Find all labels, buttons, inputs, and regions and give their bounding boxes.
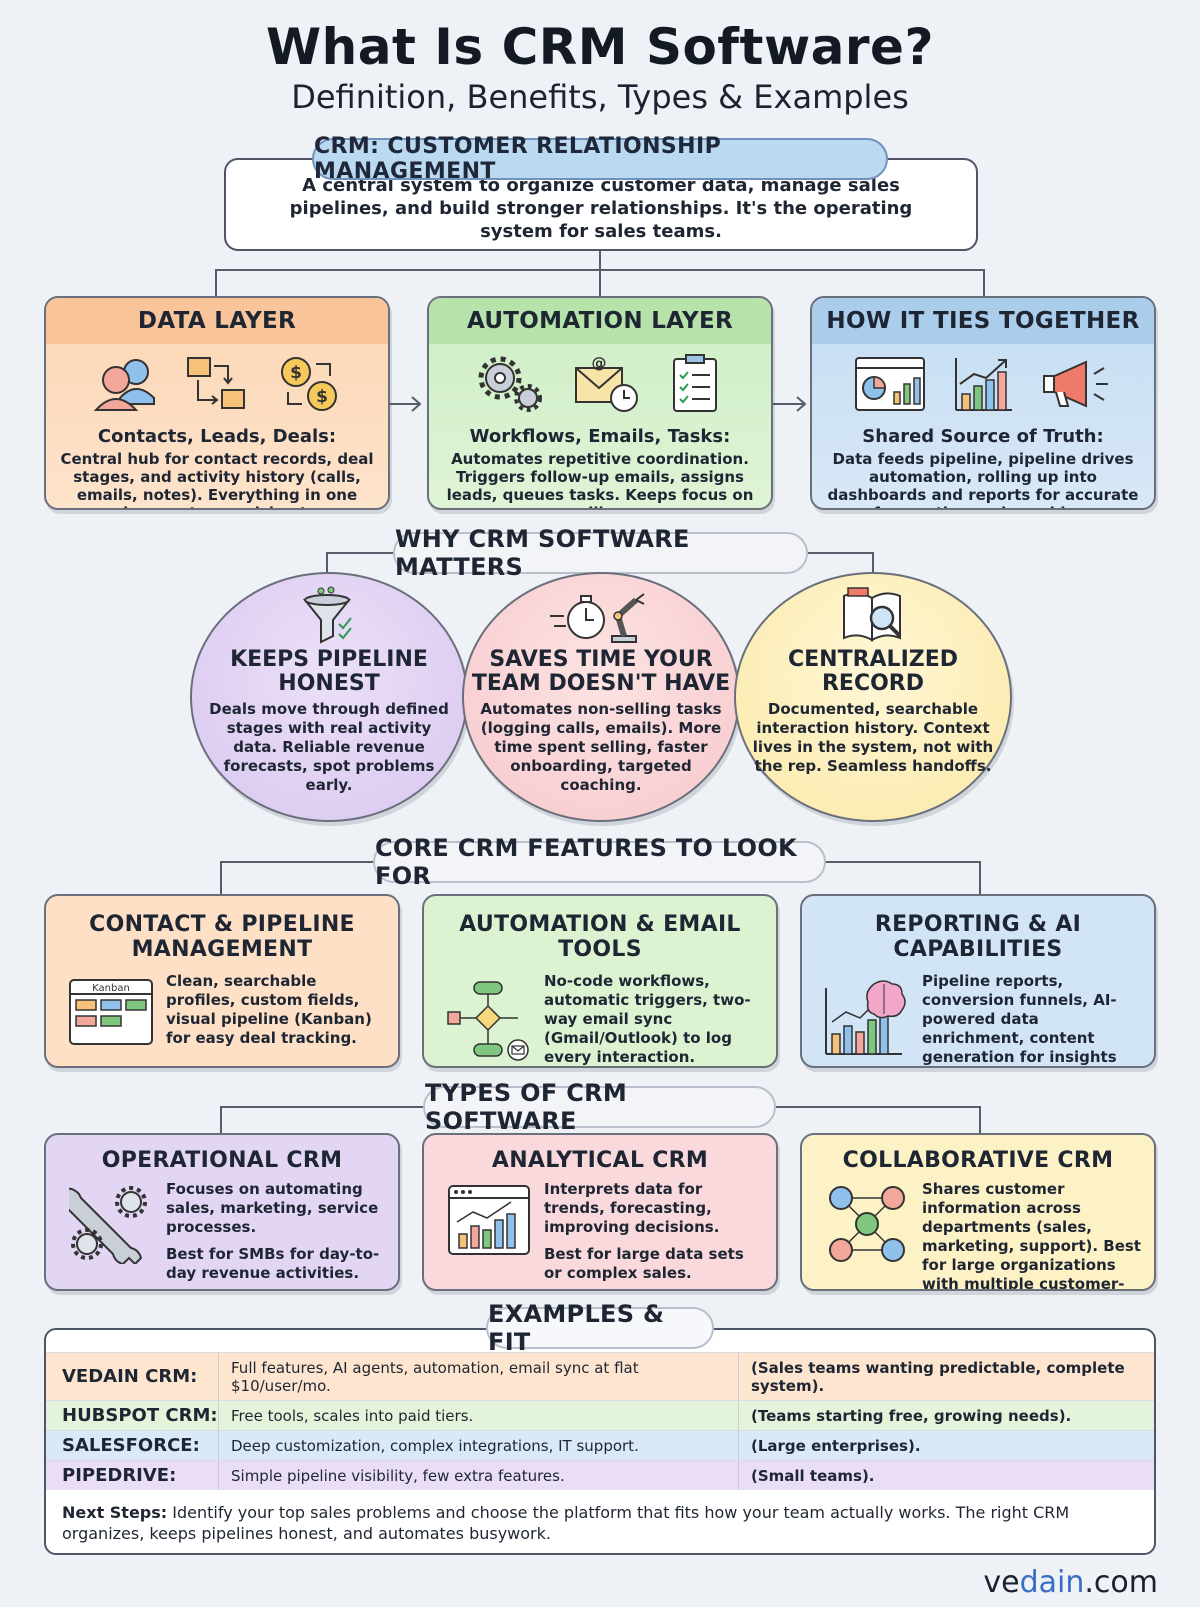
type-operational: OPERATIONAL CRM Focuses on automating sa… (44, 1133, 400, 1291)
layer-description: Data feeds pipeline, pipeline drives aut… (827, 450, 1139, 508)
type-text-2: Best for large data sets or complex sale… (544, 1245, 744, 1282)
stopwatch-robot-arm-icon (550, 593, 645, 643)
type-text-1: Interprets data for trends, forecasting,… (544, 1180, 720, 1236)
example-fit: (Sales teams wanting predictable, comple… (751, 1358, 1125, 1395)
type-title: ANALYTICAL CRM (491, 1148, 709, 1173)
brand-link[interactable]: vedain.com (983, 1565, 1158, 1600)
page-subtitle: Definition, Benefits, Types & Examples (291, 78, 909, 116)
brain-chart-icon (825, 980, 906, 1055)
example-fit: (Teams starting free, growing needs). (751, 1406, 1072, 1425)
example-features: Free tools, scales into paid tiers. (219, 1401, 739, 1430)
features-heading: CORE CRM FEATURES TO LOOK FOR (373, 834, 826, 890)
automation-layer-card: AUTOMATION LAYER @ Workflows, Emails, (427, 296, 773, 510)
people-icon (93, 359, 155, 411)
types-heading: TYPES OF CRM SOFTWARE (423, 1079, 776, 1135)
why-heading: WHY CRM SOFTWARE MATTERS (393, 525, 808, 581)
layer-subtitle: Workflows, Emails, Tasks: (469, 426, 731, 447)
examples-heading: EXAMPLES & FIT (486, 1300, 714, 1356)
brand-accent: dain (1019, 1565, 1085, 1600)
why-item-title: KEEPS PIPELINE HONEST (230, 647, 428, 696)
feature-text: Pipeline reports, conversion funnels, AI… (922, 972, 1117, 1066)
example-fit: (Small teams). (751, 1466, 875, 1485)
definition-text: A central system to organize customer da… (289, 175, 913, 242)
feature-title: AUTOMATION & EMAIL TOOLS (459, 912, 741, 962)
why-item-pipeline: KEEPS PIPELINE HONEST Deals move through… (190, 572, 468, 822)
type-text-2: Best for SMBs for day-to-day revenue act… (166, 1245, 380, 1282)
table-row: VEDAIN CRM: Full features, AI agents, au… (46, 1352, 1154, 1400)
type-analytical: ANALYTICAL CRM Interprets data for trend… (422, 1133, 778, 1291)
funnel-icon (302, 586, 352, 644)
layer-description: Central hub for contact records, deal st… (60, 450, 374, 508)
analytics-window-icon (448, 1185, 530, 1255)
flowchart-icon (447, 981, 529, 1061)
examples-table: VEDAIN CRM: Full features, AI agents, au… (46, 1352, 1154, 1490)
next-steps-label: Next Steps: (62, 1503, 168, 1522)
table-row: SALESFORCE: Deep customization, complex … (46, 1430, 1154, 1460)
example-features: Simple pipeline visibility, few extra fe… (219, 1461, 739, 1490)
svg-text:$: $ (316, 387, 328, 407)
next-steps: Next Steps: Identify your top sales prob… (62, 1502, 1142, 1544)
book-magnifier-icon (843, 587, 902, 642)
type-text-1: Shares customer information across depar… (922, 1180, 1141, 1291)
kanban-label: Kanban (92, 983, 130, 994)
gears-icon (478, 356, 542, 412)
example-name: SALESFORCE: (46, 1431, 219, 1460)
layer-subtitle: Shared Source of Truth: (862, 426, 1104, 447)
type-title: COLLABORATIVE CRM (842, 1148, 1114, 1173)
feature-reporting-ai: REPORTING & AI CAPABILITIES Pipeline rep… (800, 894, 1156, 1068)
definition-heading: CRM: CUSTOMER RELATIONSHIP MANAGEMENT (312, 134, 888, 184)
layer-title: DATA LAYER (46, 298, 388, 344)
layer-title: HOW IT TIES TOGETHER (812, 298, 1154, 344)
growth-chart-icon (955, 358, 1012, 411)
example-name: PIPEDRIVE: (46, 1461, 219, 1490)
feature-text: Clean, searchable profiles, custom field… (166, 972, 372, 1047)
feature-automation-email: AUTOMATION & EMAIL TOOLS No-code workflo… (422, 894, 778, 1068)
layer-subtitle: Contacts, Leads, Deals: (97, 426, 337, 447)
boxes-flow-icon (187, 357, 245, 409)
why-item-title: CENTRALIZED RECORD (787, 647, 958, 696)
why-item-text: Documented, searchable interaction histo… (752, 700, 994, 775)
data-layer-card: DATA LAYER $ $ Contacts, Leads, Deals: C… (44, 296, 390, 510)
example-features: Full features, AI agents, automation, em… (219, 1353, 739, 1400)
checklist-icon (673, 354, 717, 412)
layer-description: Automates repetitive coordination. Trigg… (446, 450, 754, 508)
brand-pre: ve (983, 1565, 1020, 1600)
dashboard-icon (855, 357, 925, 411)
why-item-title: SAVES TIME YOUR TEAM DOESN'T HAVE (471, 647, 731, 696)
table-row: HUBSPOT CRM: Free tools, scales into pai… (46, 1400, 1154, 1430)
svg-text:$: $ (290, 363, 302, 383)
table-row: PIPEDRIVE: Simple pipeline visibility, f… (46, 1460, 1154, 1490)
type-title: OPERATIONAL CRM (101, 1148, 343, 1173)
why-item-centralized: CENTRALIZED RECORD Documented, searchabl… (734, 572, 1012, 822)
svg-text:@: @ (592, 354, 607, 372)
feature-text: No-code workflows, automatic triggers, t… (544, 972, 751, 1066)
feature-title: REPORTING & AI CAPABILITIES (874, 912, 1082, 962)
email-clock-icon: @ (575, 354, 638, 412)
why-item-saves-time: SAVES TIME YOUR TEAM DOESN'T HAVE Automa… (462, 572, 740, 822)
coins-exchange-icon: $ $ (281, 357, 337, 411)
example-name: VEDAIN CRM: (46, 1353, 219, 1400)
layer-title: AUTOMATION LAYER (429, 298, 771, 344)
team-network-icon (829, 1186, 905, 1262)
example-features: Deep customization, complex integrations… (219, 1431, 739, 1460)
next-steps-text: Identify your top sales problems and cho… (62, 1503, 1070, 1543)
why-item-text: Automates non-selling tasks (logging cal… (480, 700, 722, 794)
examples-box: VEDAIN CRM: Full features, AI agents, au… (44, 1328, 1156, 1555)
kanban-icon: Kanban (69, 979, 153, 1045)
feature-title: CONTACT & PIPELINE MANAGEMENT (89, 912, 355, 962)
type-collaborative: COLLABORATIVE CRM Shares customer inform… (800, 1133, 1156, 1291)
wrench-gears-icon (69, 1186, 147, 1264)
ties-together-card: HOW IT TIES TOGETHER (810, 296, 1156, 510)
why-item-text: Deals move through defined stages with r… (209, 700, 449, 794)
brand-post: .com (1084, 1565, 1158, 1600)
megaphone-icon (1043, 360, 1108, 408)
page-title: What Is CRM Software? (266, 18, 934, 76)
example-name: HUBSPOT CRM: (46, 1401, 219, 1430)
example-fit: (Large enterprises). (751, 1436, 921, 1455)
feature-contact-pipeline: CONTACT & PIPELINE MANAGEMENT Kanban Cle… (44, 894, 400, 1068)
type-text-1: Focuses on automating sales, marketing, … (166, 1180, 379, 1236)
